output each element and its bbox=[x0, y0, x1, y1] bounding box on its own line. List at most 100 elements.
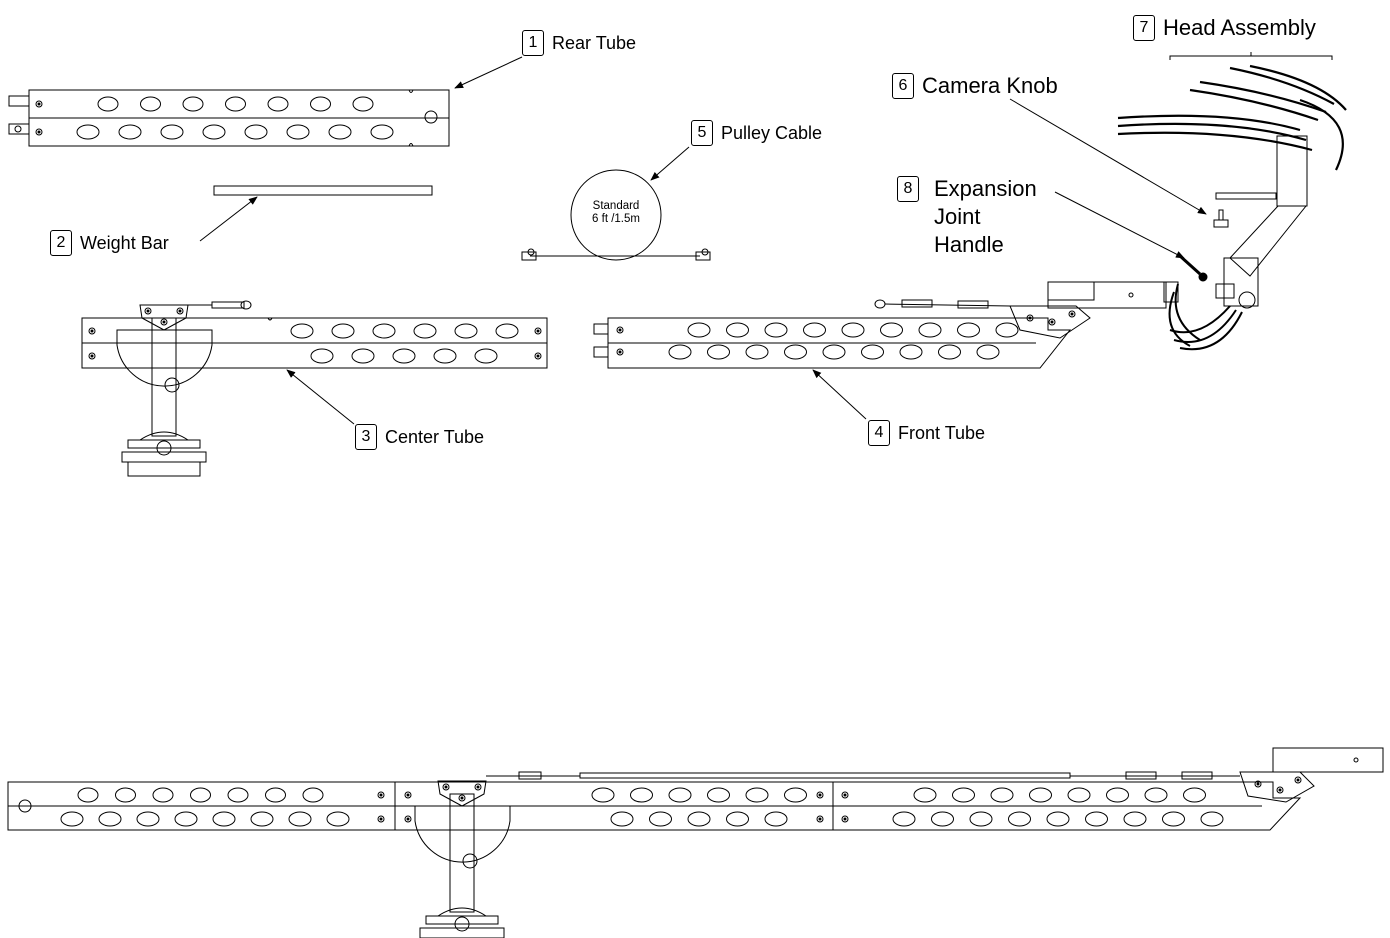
tube-hole bbox=[115, 787, 136, 803]
head-platform-lip bbox=[1047, 281, 1095, 301]
head-cable bbox=[1199, 80, 1327, 114]
tab-hole bbox=[14, 125, 22, 133]
screw-head bbox=[404, 815, 412, 823]
tube-tab bbox=[8, 123, 30, 135]
head-assembly-drawing bbox=[1117, 52, 1347, 351]
head-hub bbox=[1238, 291, 1256, 309]
tube-hole bbox=[310, 96, 331, 112]
callout-center-tube: 3 Center Tube bbox=[355, 424, 484, 450]
screw-head bbox=[1026, 314, 1034, 322]
tube-hole bbox=[1183, 787, 1206, 803]
tube-hole bbox=[918, 322, 942, 338]
head-cable bbox=[1117, 122, 1307, 142]
tube-hole bbox=[60, 811, 84, 827]
part-number: 6 bbox=[892, 73, 914, 99]
screw-dot bbox=[162, 320, 166, 324]
tube-notch bbox=[408, 89, 414, 147]
head-arm-diagonal bbox=[1229, 205, 1308, 277]
head-cable bbox=[1117, 114, 1301, 132]
head-cable bbox=[1174, 283, 1201, 341]
tube-hole bbox=[77, 787, 99, 803]
tube-hole bbox=[1008, 811, 1031, 827]
screw-dot bbox=[90, 354, 94, 358]
tube-hole bbox=[310, 348, 334, 364]
screw-head bbox=[377, 815, 385, 823]
tube-hole bbox=[880, 322, 903, 338]
part-label: Pulley Cable bbox=[721, 122, 823, 143]
tube-hole bbox=[227, 787, 249, 803]
screw-head bbox=[816, 815, 824, 823]
part-number: 1 bbox=[522, 30, 544, 56]
part-number: 5 bbox=[691, 120, 713, 146]
screw-head bbox=[534, 327, 542, 335]
tube-hole bbox=[899, 344, 923, 360]
label-line: Handle bbox=[934, 232, 1004, 257]
tube-hole bbox=[331, 323, 355, 339]
leader-line bbox=[650, 146, 690, 181]
tube-hole bbox=[118, 124, 142, 140]
tube-hole bbox=[764, 322, 788, 338]
expansion-joint-handle-drawing bbox=[1178, 254, 1208, 282]
callout-pulley-cable: 5 Pulley Cable bbox=[691, 120, 822, 146]
base-block bbox=[127, 461, 201, 477]
tube-hole bbox=[212, 811, 236, 827]
part-number: 7 bbox=[1133, 15, 1155, 41]
screw-dot bbox=[379, 817, 383, 821]
tube-hole bbox=[995, 322, 1019, 338]
tube-hole bbox=[1106, 787, 1129, 803]
label-line: Joint bbox=[934, 204, 981, 229]
weight-bar-drawing bbox=[213, 185, 433, 196]
tube-hole bbox=[182, 96, 204, 112]
screw-dot bbox=[37, 130, 41, 134]
tube-hole bbox=[764, 811, 788, 827]
mount-post bbox=[151, 317, 177, 437]
cable-eye bbox=[874, 299, 886, 309]
screw-dot bbox=[460, 796, 464, 800]
tube-hole bbox=[1162, 811, 1185, 827]
head-motor bbox=[1223, 257, 1259, 307]
tube-hole bbox=[668, 344, 692, 360]
tube-hole bbox=[969, 811, 993, 827]
base-plate bbox=[121, 451, 207, 463]
tube-hole bbox=[1144, 787, 1168, 803]
screw-head bbox=[160, 318, 168, 326]
leader-line bbox=[199, 196, 258, 242]
part-label: Front Tube bbox=[898, 422, 986, 443]
tube-hole bbox=[140, 96, 161, 112]
screw-head bbox=[816, 791, 824, 799]
tube-body bbox=[607, 317, 1072, 369]
tube-hole bbox=[174, 811, 198, 827]
part-label: Weight Bar bbox=[80, 232, 169, 253]
tube-hole bbox=[630, 787, 653, 803]
tube-hole bbox=[413, 323, 437, 339]
full-assembly-drawing bbox=[7, 747, 1384, 938]
camera-plate bbox=[1215, 192, 1277, 200]
head-platform bbox=[1047, 281, 1167, 309]
screw-dot bbox=[1050, 320, 1054, 324]
callout-camera-knob: 6 Camera Knob bbox=[892, 73, 1058, 99]
base-plate bbox=[419, 927, 505, 938]
head-clamp bbox=[1215, 283, 1235, 299]
screw-dot bbox=[818, 817, 822, 821]
part-number: 2 bbox=[50, 230, 72, 256]
handle-ball bbox=[1198, 272, 1208, 282]
tube-hole bbox=[1123, 811, 1147, 827]
pivot-hole bbox=[424, 110, 438, 124]
screw-head bbox=[1254, 780, 1262, 788]
tube-hole bbox=[803, 322, 826, 338]
part-label: Center Tube bbox=[385, 426, 485, 447]
tube-hole bbox=[202, 124, 226, 140]
head-platform bbox=[1272, 747, 1384, 773]
screw-dot bbox=[618, 350, 622, 354]
screw-head bbox=[377, 791, 385, 799]
base-dome bbox=[437, 907, 487, 917]
leader-line bbox=[812, 369, 867, 420]
tube-hole bbox=[913, 787, 937, 803]
head-cable bbox=[1168, 291, 1191, 347]
head-cable bbox=[1229, 66, 1335, 105]
turnbuckle bbox=[957, 300, 989, 309]
screw-dot bbox=[444, 785, 448, 789]
tube-hole bbox=[745, 344, 769, 360]
tube-hole bbox=[861, 344, 884, 360]
part-label: Camera Knob bbox=[922, 73, 1058, 98]
